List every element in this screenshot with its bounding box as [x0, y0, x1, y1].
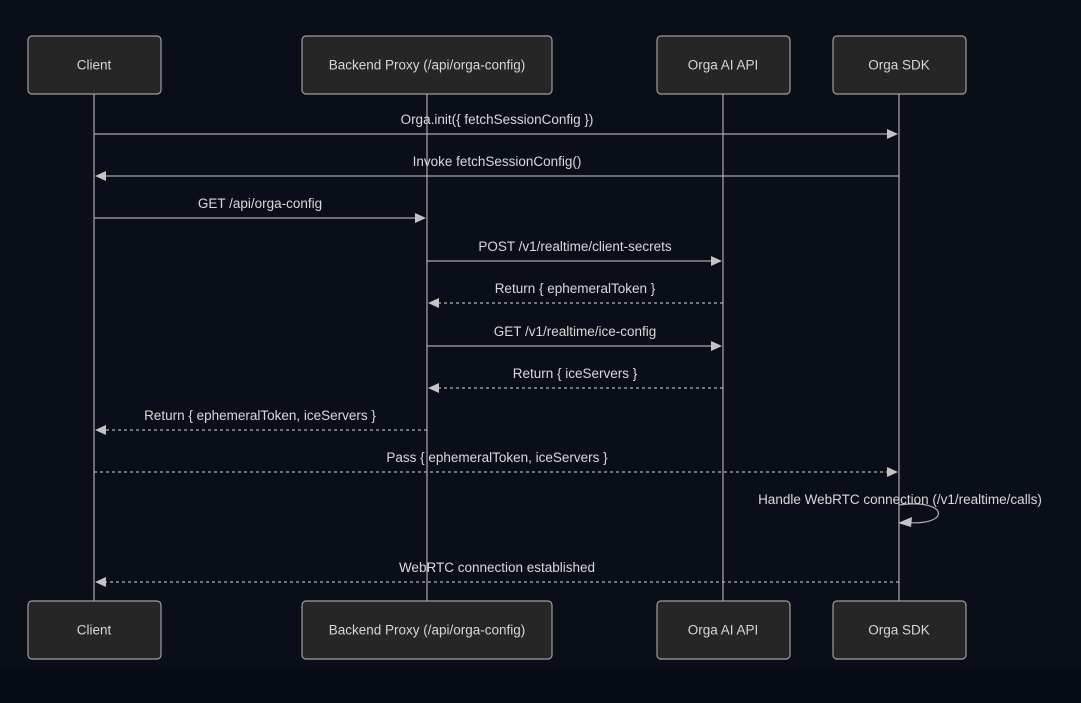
message-arrowhead-9 [887, 467, 898, 477]
page-bottom-strip [0, 670, 1081, 703]
actor-box-api [656, 600, 791, 660]
message-arrowhead-4 [711, 256, 722, 266]
message-arrowhead-3 [415, 213, 426, 223]
actor-label-sdk: Orga SDK [868, 58, 930, 73]
actor-bottom-backend: Backend Proxy (/api/orga-config) [301, 600, 553, 660]
actor-bottom-client: Client [27, 600, 162, 660]
message-label-9: Pass { ephemeralToken, iceServers } [386, 450, 608, 465]
message-8: Return { ephemeralToken, iceServers } [95, 408, 427, 435]
message-1: Orga.init({ fetchSessionConfig }) [94, 112, 898, 139]
actor-box-client [27, 600, 162, 660]
message-label-4: POST /v1/realtime/client-secrets [478, 239, 672, 254]
message-arrowhead-5 [428, 298, 439, 308]
actor-label-client: Client [77, 623, 112, 638]
actor-box-sdk [832, 35, 967, 95]
message-7: Return { iceServers } [428, 366, 723, 393]
self-loop-arrowhead [898, 517, 912, 527]
message-arrowhead-2 [95, 171, 106, 181]
message-6: GET /v1/realtime/ice-config [427, 324, 722, 351]
message-4: POST /v1/realtime/client-secrets [427, 239, 722, 266]
message-label-10: Handle WebRTC connection (/v1/realtime/c… [758, 492, 1042, 507]
message-label-8: Return { ephemeralToken, iceServers } [144, 408, 376, 423]
actor-top-api: Orga AI API [656, 35, 791, 95]
actor-label-api: Orga AI API [688, 623, 759, 638]
actor-box-backend [301, 600, 553, 660]
actor-label-sdk: Orga SDK [868, 623, 930, 638]
actor-label-backend: Backend Proxy (/api/orga-config) [329, 58, 526, 73]
message-3: GET /api/orga-config [94, 196, 426, 223]
actor-bottom-api: Orga AI API [656, 600, 791, 660]
actor-box-sdk [832, 600, 967, 660]
actor-box-api [656, 35, 791, 95]
message-arrowhead-6 [711, 341, 722, 351]
self-loop-path [898, 503, 939, 524]
actor-top-client: Client [27, 35, 162, 95]
actor-label-api: Orga AI API [688, 58, 759, 73]
actor-bottom-sdk: Orga SDK [832, 600, 967, 660]
message-label-7: Return { iceServers } [513, 366, 638, 381]
actor-label-backend: Backend Proxy (/api/orga-config) [329, 623, 526, 638]
message-label-3: GET /api/orga-config [198, 196, 322, 211]
message-5: Return { ephemeralToken } [428, 281, 723, 308]
message-arrowhead-8 [95, 425, 106, 435]
actor-box-backend [301, 35, 553, 95]
actor-top-sdk: Orga SDK [832, 35, 967, 95]
message-label-6: GET /v1/realtime/ice-config [494, 324, 657, 339]
message-label-11: WebRTC connection established [399, 560, 595, 575]
message-11: WebRTC connection established [95, 560, 899, 587]
message-arrowhead-7 [428, 383, 439, 393]
message-label-5: Return { ephemeralToken } [495, 281, 656, 296]
actor-box-client [27, 35, 162, 95]
message-10: Handle WebRTC connection (/v1/realtime/c… [758, 492, 1042, 527]
message-9: Pass { ephemeralToken, iceServers } [94, 450, 898, 477]
message-arrowhead-1 [887, 129, 898, 139]
message-arrowhead-11 [95, 577, 106, 587]
message-label-2: Invoke fetchSessionConfig() [413, 154, 582, 169]
actor-label-client: Client [77, 58, 112, 73]
actor-top-backend: Backend Proxy (/api/orga-config) [301, 35, 553, 95]
message-2: Invoke fetchSessionConfig() [95, 154, 899, 181]
message-label-1: Orga.init({ fetchSessionConfig }) [401, 112, 594, 127]
